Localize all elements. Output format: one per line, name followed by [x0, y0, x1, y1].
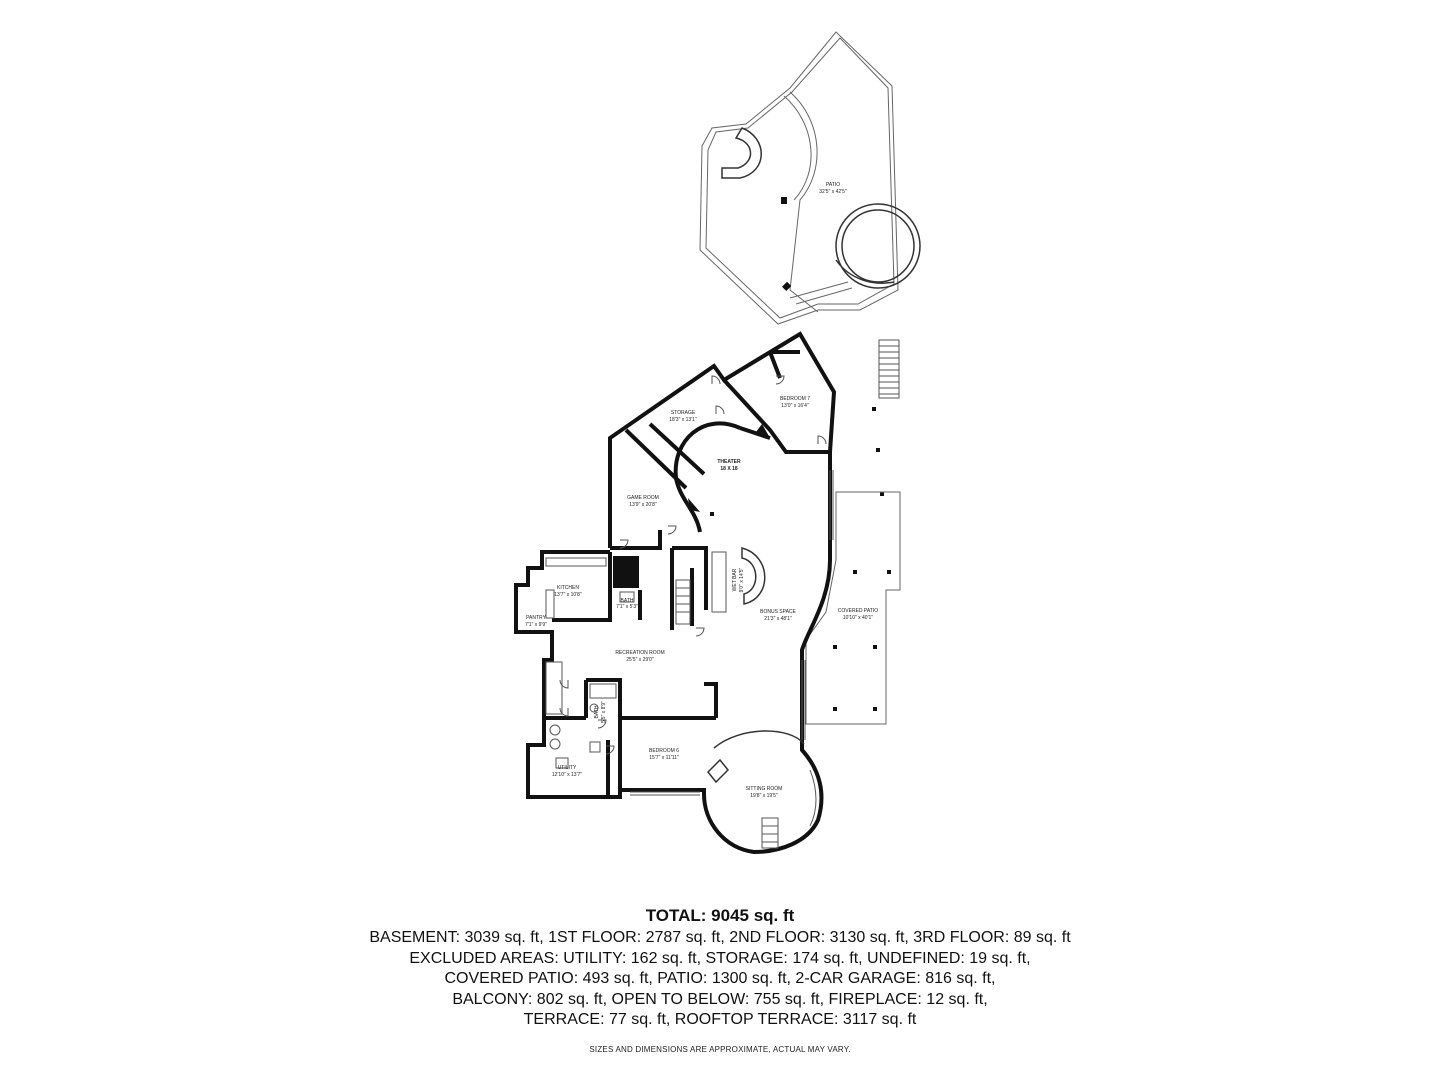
- exterior-stairs: [878, 339, 900, 399]
- theater-label: THEATER: [717, 459, 741, 465]
- game-room-label: GAME ROOM: [627, 495, 659, 501]
- recreation-room-label: RECREATION ROOM: [615, 650, 664, 656]
- bedroom7-label: BEDROOM 7: [780, 396, 810, 402]
- wet-bar-label: WET BAR: [732, 568, 738, 591]
- patio-posts: [833, 407, 891, 711]
- patio-label: PATIO: [826, 182, 840, 188]
- disclaimer: SIZES AND DIMENSIONS ARE APPROXIMATE, AC…: [589, 1045, 851, 1054]
- wet-bar-counter: [711, 547, 766, 613]
- basement-walls: [514, 331, 837, 855]
- bath1-label: BATH: [621, 598, 634, 604]
- game-room-dimensions: 13'9" x 20'8": [629, 502, 657, 508]
- kitchen-fixtures: [545, 557, 635, 619]
- sitting-room-label: SITTING ROOM: [746, 786, 783, 792]
- pantry-dimensions: 7'1" x 9'9": [525, 622, 547, 628]
- kitchen-label: KITCHEN: [557, 585, 579, 591]
- area-line: BALCONY: 802 sq. ft, OPEN TO BELOW: 755 …: [452, 990, 988, 1008]
- area-breakdown: BASEMENT: 3039 sq. ft, 1ST FLOOR: 2787 s…: [0, 928, 1440, 1031]
- area-line: COVERED PATIO: 493 sq. ft, PATIO: 1300 s…: [444, 970, 996, 987]
- bonus-space-label: BONUS SPACE: [760, 609, 796, 615]
- bonus-space-dimensions: 21'3" x 48'1": [764, 616, 792, 622]
- floor-plan: PATIO 32'5" x 42'5" COVERED PATIO 10'10"…: [514, 31, 921, 855]
- interior-stairs: [675, 579, 779, 849]
- theater-dimensions: 18 X 18: [720, 466, 737, 472]
- total-area: TOTAL: 9045 sq. ft: [645, 906, 795, 925]
- area-line: EXCLUDED AREAS: UTILITY: 162 sq. ft, STO…: [409, 949, 1031, 967]
- pantry-label: PANTRY: [526, 615, 546, 621]
- recreation-room-dimensions: 25'5" x 29'0": [626, 657, 654, 663]
- utility-dimensions: 12'10" x 13'7": [552, 772, 582, 778]
- windows: [630, 470, 834, 827]
- covered-patio-dimensions: 10'10" x 40'1": [843, 615, 873, 621]
- stair-block: [613, 556, 639, 588]
- bath-fixtures: [589, 683, 617, 713]
- storage-label: STORAGE: [671, 410, 696, 416]
- bath2-label: BATH: [594, 705, 600, 718]
- covered-patio-area: COVERED PATIO 10'10" x 40'1": [805, 491, 901, 725]
- area-line: BASEMENT: 3039 sq. ft, 1ST FLOOR: 2787 s…: [369, 929, 1071, 946]
- patio-dimensions: 32'5" x 42'5": [819, 189, 847, 195]
- utility-fixtures: [545, 661, 601, 769]
- covered-patio-label: COVERED PATIO: [838, 608, 878, 614]
- utility-label: UTILITY: [558, 765, 577, 771]
- wet-bar-dimensions: 9'0" x 14'5": [739, 567, 745, 592]
- bedroom6-dimensions: 15'7" x 11'11": [649, 755, 679, 761]
- storage-dimensions: 18'3" x 13'1": [669, 417, 697, 423]
- bath2-dimensions: 5'5" x 8'9": [601, 701, 607, 723]
- bedroom6-label: BEDROOM 6: [649, 748, 679, 754]
- sitting-room-dimensions: 19'8" x 19'5": [750, 793, 778, 799]
- area-line: TERRACE: 77 sq. ft, ROOFTOP TERRACE: 311…: [523, 1011, 917, 1028]
- patio-area: PATIO 32'5" x 42'5": [699, 31, 921, 325]
- doors: [559, 375, 827, 755]
- kitchen-dimensions: 13'7" x 10'8": [554, 592, 582, 598]
- bedroom7-dimensions: 13'0" x 16'4": [781, 403, 809, 409]
- bath1-dimensions: 7'1" x 5'3": [616, 604, 638, 610]
